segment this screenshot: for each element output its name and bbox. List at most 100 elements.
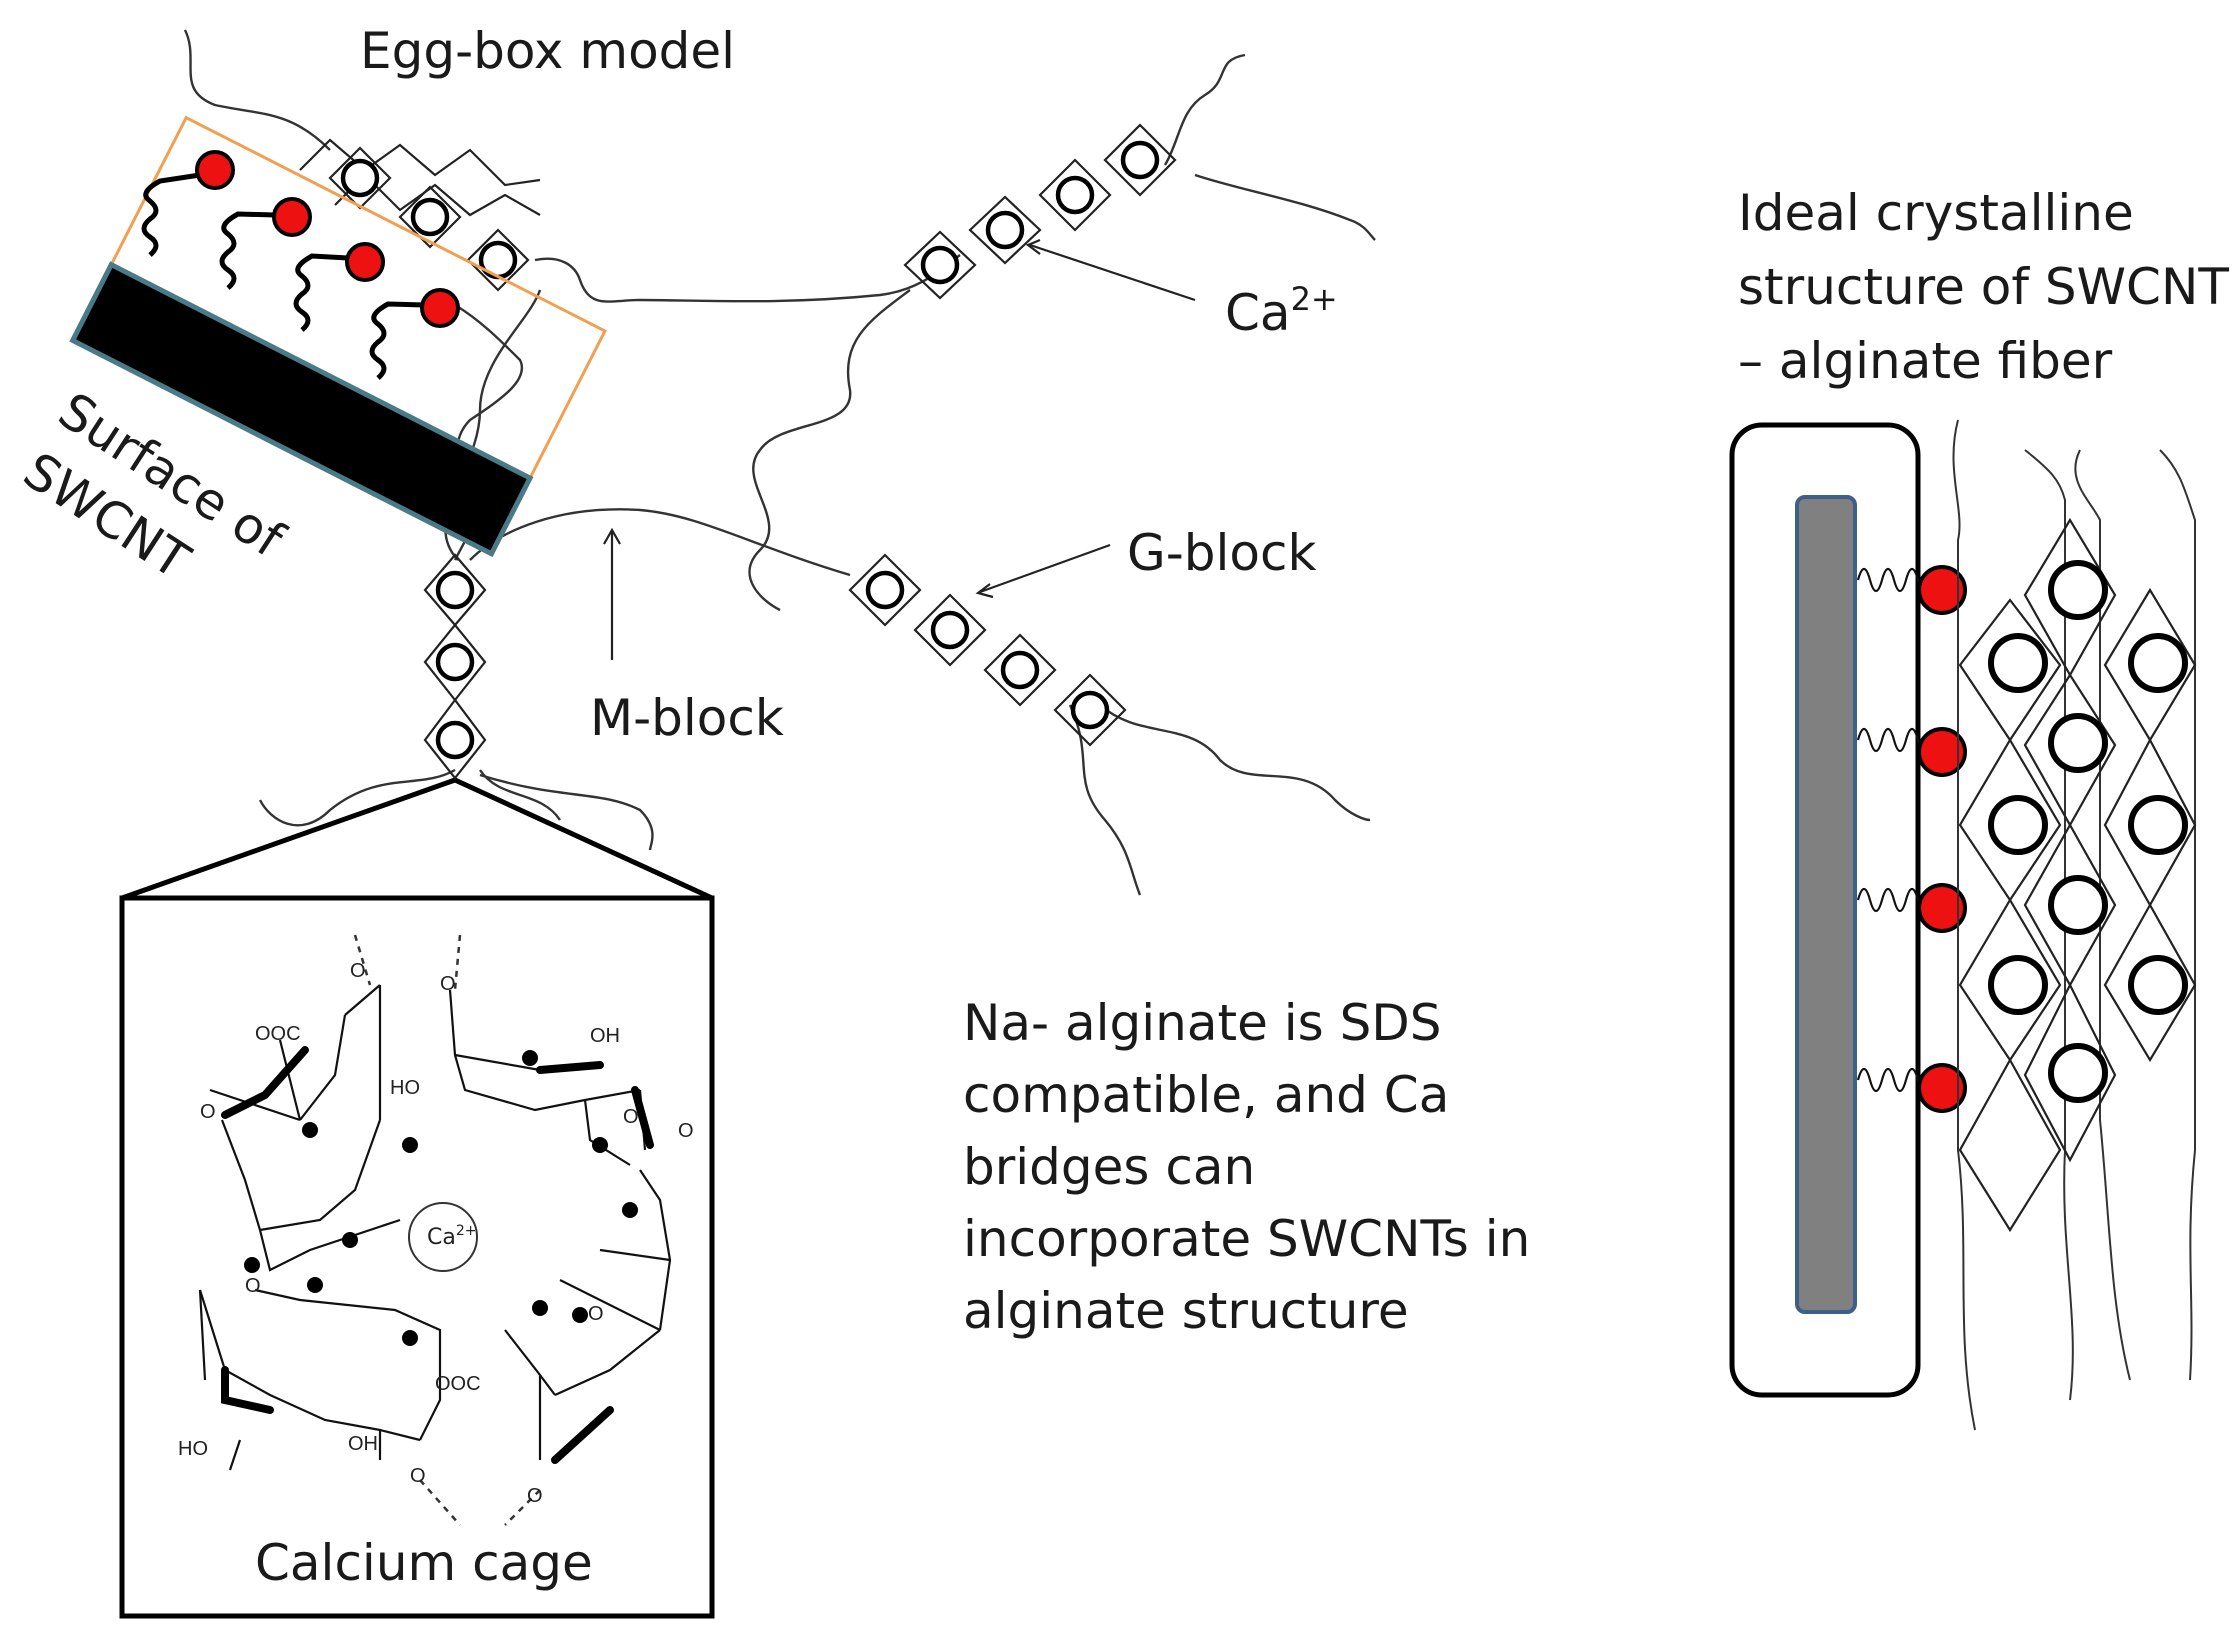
spring-4 — [369, 301, 426, 380]
ring-lr-3 — [1000, 650, 1040, 690]
chem-ooc-top: OOC — [255, 1023, 301, 1045]
g-block-arrow-line — [979, 543, 1111, 594]
description-line-1: Na- alginate is SDS — [963, 994, 1442, 1052]
chem-o8: O — [527, 1485, 543, 1507]
right-red-head-1 — [1917, 565, 1967, 615]
zoom-line-left — [121, 777, 456, 901]
right-ring-r1 — [2128, 633, 2188, 693]
ring-ul-2 — [410, 197, 450, 237]
zigzag-upper-left-top — [299, 138, 541, 187]
ring-v-1 — [435, 570, 475, 610]
ca-ion-label: Ca2+ — [1225, 280, 1338, 342]
zoom-line-right — [453, 777, 714, 901]
calcium-cage-panel: Ca2+ OOC OH HO O OOC HO OH O O O O O O O… — [119, 777, 715, 1619]
g-block-label: G-block — [1127, 524, 1316, 582]
description-line-5: alginate structure — [963, 1282, 1409, 1340]
ring-lr-2 — [930, 610, 970, 650]
chem-oh-bottom: OH — [348, 1433, 378, 1455]
zigzag-upper-right — [903, 123, 1177, 300]
right-title-line-2: structure of SWCNT — [1738, 258, 2229, 316]
right-chain-4 — [2159, 449, 2196, 1381]
chem-ooc-bottom: OOC — [435, 1373, 481, 1395]
right-ring-l3 — [1988, 955, 2048, 1015]
chain-g-right-tail — [1099, 704, 1371, 822]
ring-ur-3 — [1055, 175, 1095, 215]
chain-right-tail — [1194, 173, 1376, 241]
ring-lr-4 — [1070, 690, 1110, 730]
description-line-3: bridges can — [963, 1138, 1255, 1196]
red-head-4 — [420, 288, 460, 328]
right-lattice-mid — [2023, 517, 2117, 1163]
cage-ca-label: Ca2+ — [427, 1223, 476, 1250]
right-lattice-right — [2103, 587, 2197, 1063]
cage-ca-circle — [408, 1202, 478, 1272]
ring-ur-4 — [1120, 140, 1160, 180]
right-ring-m3 — [2048, 875, 2108, 935]
chain-bottom-right-loop — [479, 773, 654, 851]
right-ring-l1 — [1988, 633, 2048, 693]
zigzag-vertical-column — [423, 553, 487, 780]
red-head-1 — [195, 150, 235, 190]
chain-top-right — [1163, 53, 1246, 166]
ring-lr-1 — [865, 570, 905, 610]
chain-top-left — [183, 29, 331, 151]
right-ring-m4 — [2048, 1043, 2108, 1103]
ring-ur-2 — [985, 210, 1025, 250]
swcnt-surface — [69, 115, 607, 558]
chem-o1: O — [350, 960, 366, 982]
right-chain-2 — [2024, 449, 2074, 1401]
right-lattice-left — [1958, 598, 2062, 1233]
right-red-head-2 — [1917, 727, 1967, 777]
zigzag-lower-right — [848, 553, 1127, 747]
spring-2 — [219, 211, 276, 290]
right-ring-m2 — [2048, 713, 2108, 773]
ring-ul-1 — [340, 158, 380, 198]
chem-o6: O — [588, 1303, 604, 1325]
egg-box-model: Egg-box model Ca2+ Surface of SWCNT G-bl… — [13, 22, 1376, 896]
right-ring-l2 — [1988, 795, 2048, 855]
ring-v-2 — [435, 642, 475, 682]
right-ring-m1 — [2048, 560, 2108, 620]
description-text: Na- alginate is SDS compatible, and Ca b… — [963, 994, 1530, 1340]
chem-o7: O — [410, 1465, 426, 1487]
cnt-core — [1795, 495, 1857, 1314]
chem-ho-bottom: HO — [178, 1438, 208, 1460]
chain-g-bottom-tail — [1068, 704, 1142, 896]
ca-arrow-line — [1029, 243, 1196, 302]
surface-black-bar — [69, 261, 534, 558]
description-line-2: compatible, and Ca — [963, 1066, 1449, 1124]
chain-center-curve — [748, 289, 911, 612]
ring-ur-1 — [920, 245, 960, 285]
description-line-4: incorporate SWCNTs in — [963, 1210, 1530, 1268]
right-chain-3 — [2074, 449, 2131, 1381]
right-title-line-1: Ideal crystalline — [1738, 184, 2134, 242]
crystalline-structure: Ideal crystalline structure of SWCNT – a… — [1729, 184, 2229, 1431]
cage-structure — [198, 934, 672, 1526]
m-block-label: M-block — [590, 689, 784, 747]
g-block-arrow-head — [975, 583, 994, 599]
chem-o3: O — [200, 1101, 216, 1123]
chem-ho-top: HO — [390, 1077, 420, 1099]
chem-o5: O — [245, 1275, 261, 1297]
ring-v-3 — [435, 720, 475, 760]
right-red-head-4 — [1917, 1063, 1967, 1113]
chem-o2: O — [440, 973, 456, 995]
spring-3 — [293, 253, 349, 332]
chain-m-block — [469, 508, 851, 577]
m-block-arrow-head — [603, 527, 621, 545]
right-ring-r3 — [2128, 955, 2188, 1015]
calcium-cage-label: Calcium cage — [255, 1534, 593, 1592]
red-head-3 — [345, 242, 385, 282]
right-ring-r2 — [2128, 795, 2188, 855]
spring-1 — [141, 172, 201, 257]
ca-arrow-head — [1025, 238, 1041, 255]
egg-box-model-label: Egg-box model — [360, 22, 735, 80]
right-red-head-3 — [1917, 883, 1967, 933]
red-head-2 — [272, 197, 312, 237]
right-title-line-3: – alginate fiber — [1738, 332, 2113, 390]
right-chain-1 — [1952, 419, 1976, 1431]
chem-o-minus-right: O — [678, 1120, 694, 1142]
chem-oh-top: OH — [590, 1025, 620, 1047]
chain-top-middle — [534, 254, 961, 303]
